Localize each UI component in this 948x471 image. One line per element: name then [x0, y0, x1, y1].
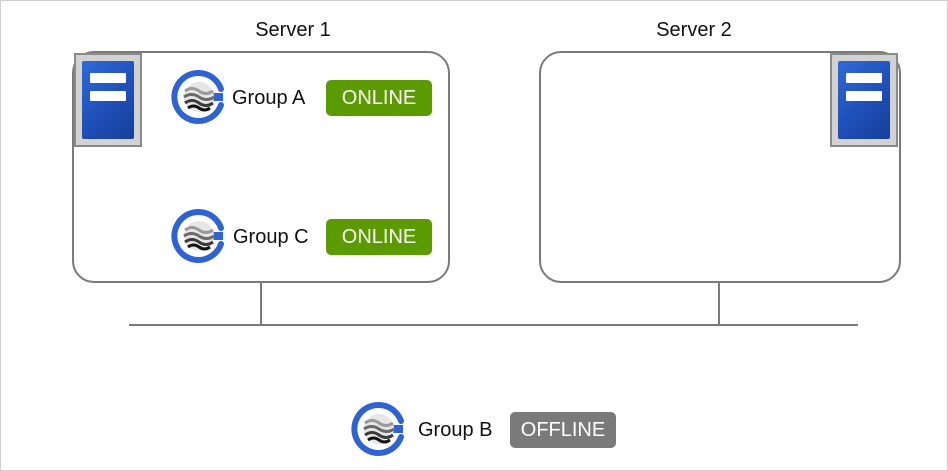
server-1-title: Server 1 [255, 19, 331, 41]
group-c-label: Group C [233, 226, 309, 248]
network-line [129, 324, 858, 326]
group-c-status-badge: ONLINE [326, 219, 432, 255]
group-a-status-badge: ONLINE [326, 80, 432, 116]
server-rack-icon [74, 53, 142, 147]
group-a-label: Group A [232, 87, 306, 109]
server-2-link [718, 283, 720, 325]
server-1-link [260, 283, 262, 325]
failover-group-icon [351, 402, 404, 456]
group-b-status-badge: OFFLINE [510, 412, 616, 448]
failover-group-icon [171, 70, 224, 124]
server-2-title: Server 2 [656, 19, 732, 41]
failover-group-icon [171, 209, 224, 263]
server-rack-icon [830, 53, 898, 147]
group-b-label: Group B [418, 419, 493, 441]
